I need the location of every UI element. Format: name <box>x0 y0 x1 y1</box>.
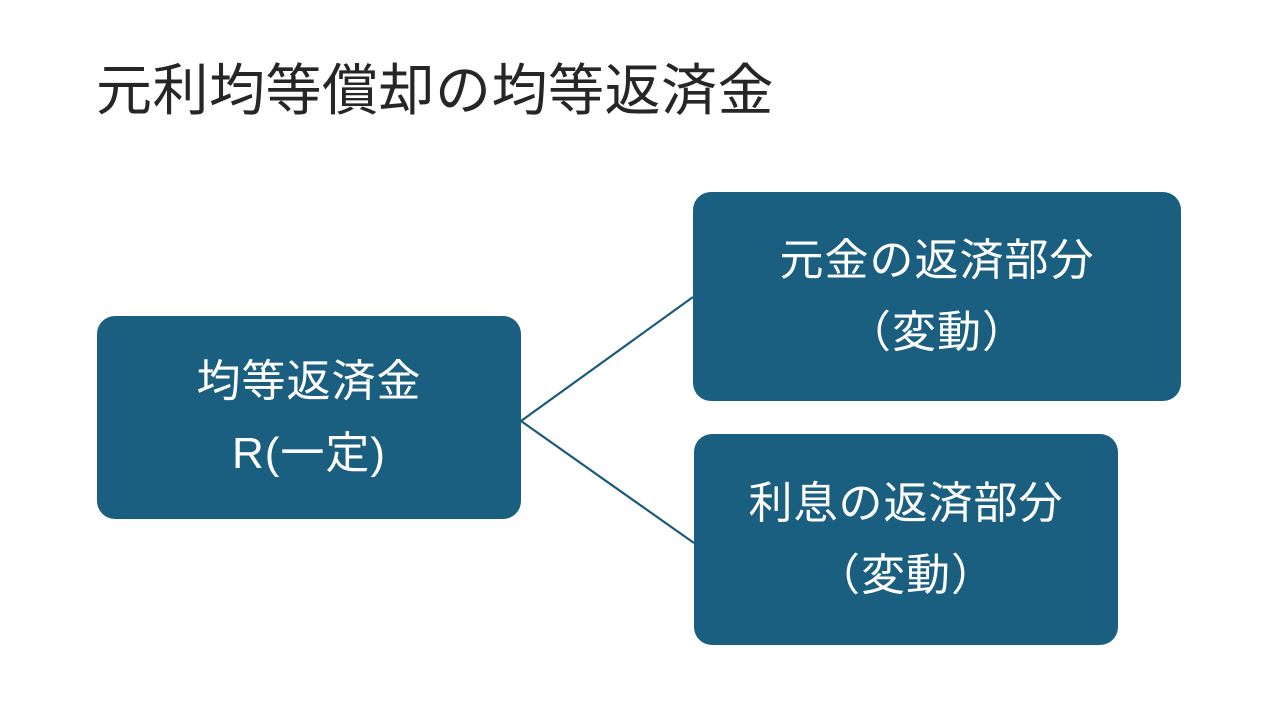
node-principal-portion-line-1: 元金の返済部分 <box>779 235 1095 285</box>
node-principal-portion[interactable]: 元金の返済部分 （変動） <box>693 192 1181 401</box>
connector-root-to-principal <box>520 296 694 422</box>
node-equal-repayment-line-2: R(一定) <box>231 428 387 478</box>
node-equal-repayment[interactable]: 均等返済金 R(一定) <box>97 316 521 519</box>
node-interest-portion-line-2: （変動） <box>816 550 996 600</box>
node-equal-repayment-line-1: 均等返済金 <box>196 356 422 406</box>
node-principal-portion-line-2: （変動） <box>847 307 1027 357</box>
node-interest-portion-line-1: 利息の返済部分 <box>748 478 1064 528</box>
page-title: 元利均等償却の均等返済金 <box>96 59 774 122</box>
node-interest-portion[interactable]: 利息の返済部分 （変動） <box>694 434 1118 645</box>
connector-root-to-interest <box>520 420 695 544</box>
